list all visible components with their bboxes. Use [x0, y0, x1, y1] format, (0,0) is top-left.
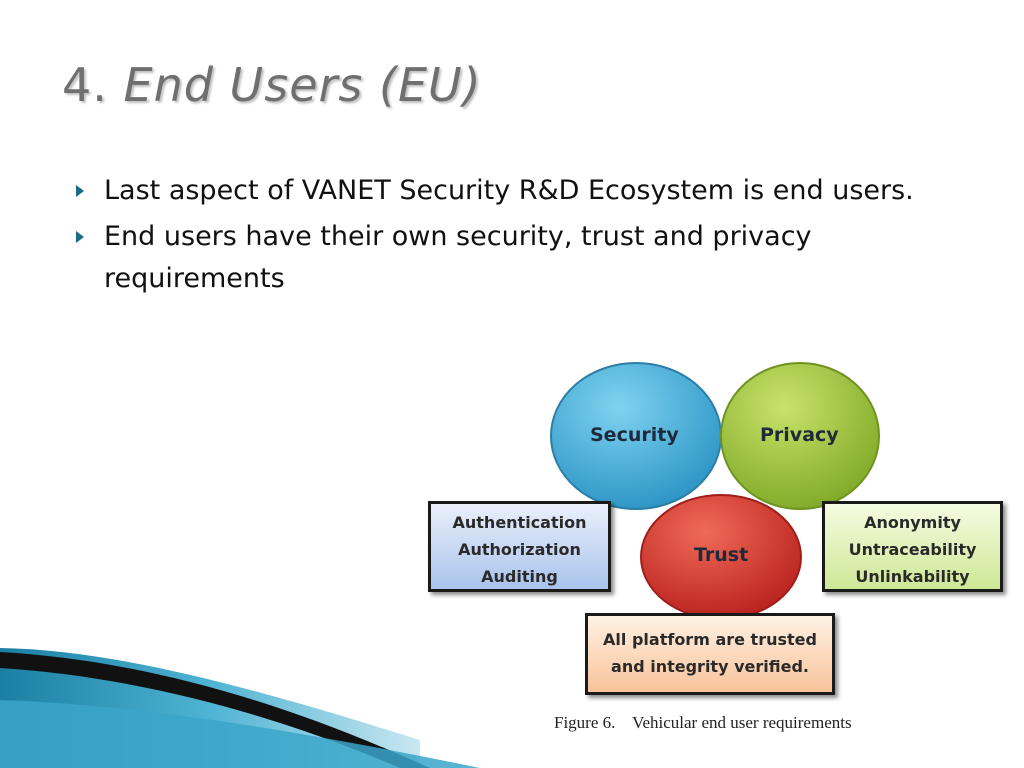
title-number: 4.	[62, 58, 108, 112]
privacy-requirements-box: Anonymity Untraceability Unlinkability	[822, 501, 1003, 592]
privacy-label: Privacy	[760, 424, 839, 446]
title-text: End Users (EU)	[123, 58, 482, 112]
bullet-text: End users have their own security, trust…	[104, 221, 812, 294]
security-label: Security	[590, 424, 679, 446]
trust-requirements-box: All platform are trusted and integrity v…	[585, 613, 835, 695]
requirements-diagram: Security Privacy Trust Authentication Au…	[425, 360, 1010, 700]
box-line: Authorization	[458, 540, 581, 559]
bullet-arrow-icon	[76, 231, 84, 243]
bullet-text: Last aspect of VANET Security R&D Ecosys…	[104, 175, 914, 206]
bullet-list: Last aspect of VANET Security R&D Ecosys…	[74, 170, 974, 304]
bullet-item: End users have their own security, trust…	[74, 216, 974, 300]
box-line: and integrity verified.	[611, 657, 809, 676]
bullet-arrow-icon	[76, 185, 84, 197]
box-line: Authentication	[452, 513, 587, 532]
slide-title: 4. End Users (EU)	[62, 58, 482, 112]
box-line: Auditing	[481, 567, 558, 586]
venn-circles	[550, 362, 880, 620]
box-line: Anonymity	[864, 513, 961, 532]
privacy-circle	[720, 362, 880, 510]
figure-caption: Figure 6. Vehicular end user requirement…	[554, 713, 852, 732]
bullet-item: Last aspect of VANET Security R&D Ecosys…	[74, 170, 974, 212]
box-line: Unlinkability	[855, 567, 970, 586]
box-line: All platform are trusted	[603, 630, 817, 649]
trust-label: Trust	[694, 544, 749, 566]
box-line: Untraceability	[848, 540, 977, 559]
security-requirements-box: Authentication Authorization Auditing	[428, 501, 611, 592]
